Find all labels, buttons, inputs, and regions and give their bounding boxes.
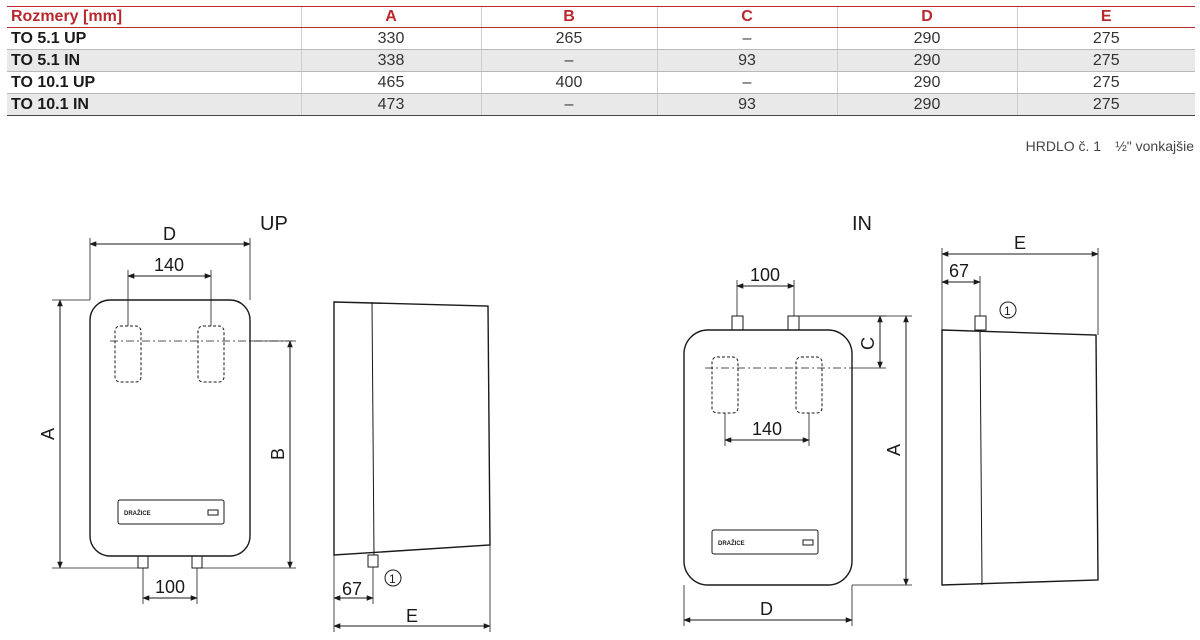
in-callout: 1 [1004, 304, 1011, 318]
thread-note: HRDLO č. 1 ½" vonkajšie [1026, 138, 1194, 154]
up-front-body [89, 299, 251, 557]
up-indicator [207, 509, 219, 516]
cell-a: 473 [300, 93, 481, 116]
cell-c: – [656, 71, 837, 94]
in-mount-slot-right [795, 356, 823, 414]
table-row: TO 10.1 IN 473 – 93 290 275 [7, 93, 1195, 116]
up-brand: DRAŽICE [124, 509, 151, 517]
cell-b: 265 [480, 27, 657, 50]
up-dim-b: B [268, 448, 288, 460]
in-dim-140: 140 [752, 419, 782, 439]
cell-b: – [480, 49, 657, 72]
cell-b: 400 [480, 71, 657, 94]
cell-c: 93 [656, 93, 837, 116]
cell-a: 330 [300, 27, 481, 50]
cell-a: 465 [300, 71, 481, 94]
header-b: B [480, 6, 657, 28]
table-header-row: Rozmery [mm] A B C D E [7, 6, 1195, 28]
in-dim-100: 100 [750, 265, 780, 285]
cell-d: 290 [836, 71, 1017, 94]
dimensions-table: Rozmery [mm] A B C D E TO 5.1 UP 330 265… [7, 6, 1195, 116]
model-cell: TO 5.1 UP [7, 27, 301, 50]
in-dim-c: C [858, 337, 878, 350]
cell-e: 275 [1016, 71, 1195, 94]
up-dim-140: 140 [154, 255, 184, 275]
in-brand: DRAŽICE [718, 539, 745, 547]
in-dim-a: A [884, 444, 904, 456]
in-indicator [802, 539, 814, 546]
in-side-body [941, 329, 1099, 586]
in-pipe-left [731, 315, 744, 331]
in-dim-e: E [1014, 233, 1026, 253]
up-title: UP [260, 213, 288, 235]
up-side-body [333, 301, 491, 556]
in-brand-plate [711, 529, 819, 555]
up-pipe-right [191, 555, 203, 569]
up-dim-100: 100 [155, 577, 185, 597]
cell-c: – [656, 27, 837, 50]
cell-b: – [480, 93, 657, 116]
header-a: A [300, 6, 481, 28]
in-side-pipe [974, 315, 987, 331]
cell-d: 290 [836, 49, 1017, 72]
up-dim-a: A [38, 428, 58, 440]
up-mount-slot-left [114, 325, 142, 383]
in-title: IN [852, 213, 872, 235]
table-row: TO 10.1 UP 465 400 – 290 275 [7, 71, 1195, 94]
up-drawing: UP DRAŽICE D 140 A B [38, 213, 491, 632]
cell-e: 275 [1016, 27, 1195, 50]
model-cell: TO 5.1 IN [7, 49, 301, 72]
up-side-pipe [367, 554, 379, 568]
table-row: TO 5.1 IN 338 – 93 290 275 [7, 49, 1195, 72]
cell-c: 93 [656, 49, 837, 72]
in-front-body [683, 329, 853, 586]
model-cell: TO 10.1 UP [7, 71, 301, 94]
up-dim-d: D [163, 224, 176, 244]
up-callout: 1 [389, 572, 396, 586]
up-mount-slot-right [197, 325, 225, 383]
header-d: D [836, 6, 1017, 28]
up-brand-plate [117, 499, 225, 525]
in-pipe-right [787, 315, 800, 331]
in-mount-slot-left [711, 356, 739, 414]
up-dim-67: 67 [342, 579, 362, 599]
table-row: TO 5.1 UP 330 265 – 290 275 [7, 27, 1195, 50]
in-dim-d: D [760, 599, 773, 619]
thread-note-label: HRDLO č. 1 [1025, 138, 1102, 154]
in-drawing: IN DRAŽICE 100 140 C A D [683, 213, 1099, 626]
header-e: E [1016, 6, 1195, 28]
cell-a: 338 [300, 49, 481, 72]
cell-d: 290 [836, 93, 1017, 116]
up-dim-e: E [406, 606, 418, 626]
header-dimensions: Rozmery [mm] [7, 6, 301, 28]
cell-d: 290 [836, 27, 1017, 50]
thread-note-value: ½" vonkajšie [1115, 138, 1194, 154]
up-callout-circle [384, 569, 402, 587]
cell-e: 275 [1016, 93, 1195, 116]
in-dim-67: 67 [949, 261, 969, 281]
up-pipe-left [137, 555, 149, 569]
model-cell: TO 10.1 IN [7, 93, 301, 116]
in-callout-circle [999, 301, 1017, 319]
cell-e: 275 [1016, 49, 1195, 72]
header-c: C [656, 6, 837, 28]
